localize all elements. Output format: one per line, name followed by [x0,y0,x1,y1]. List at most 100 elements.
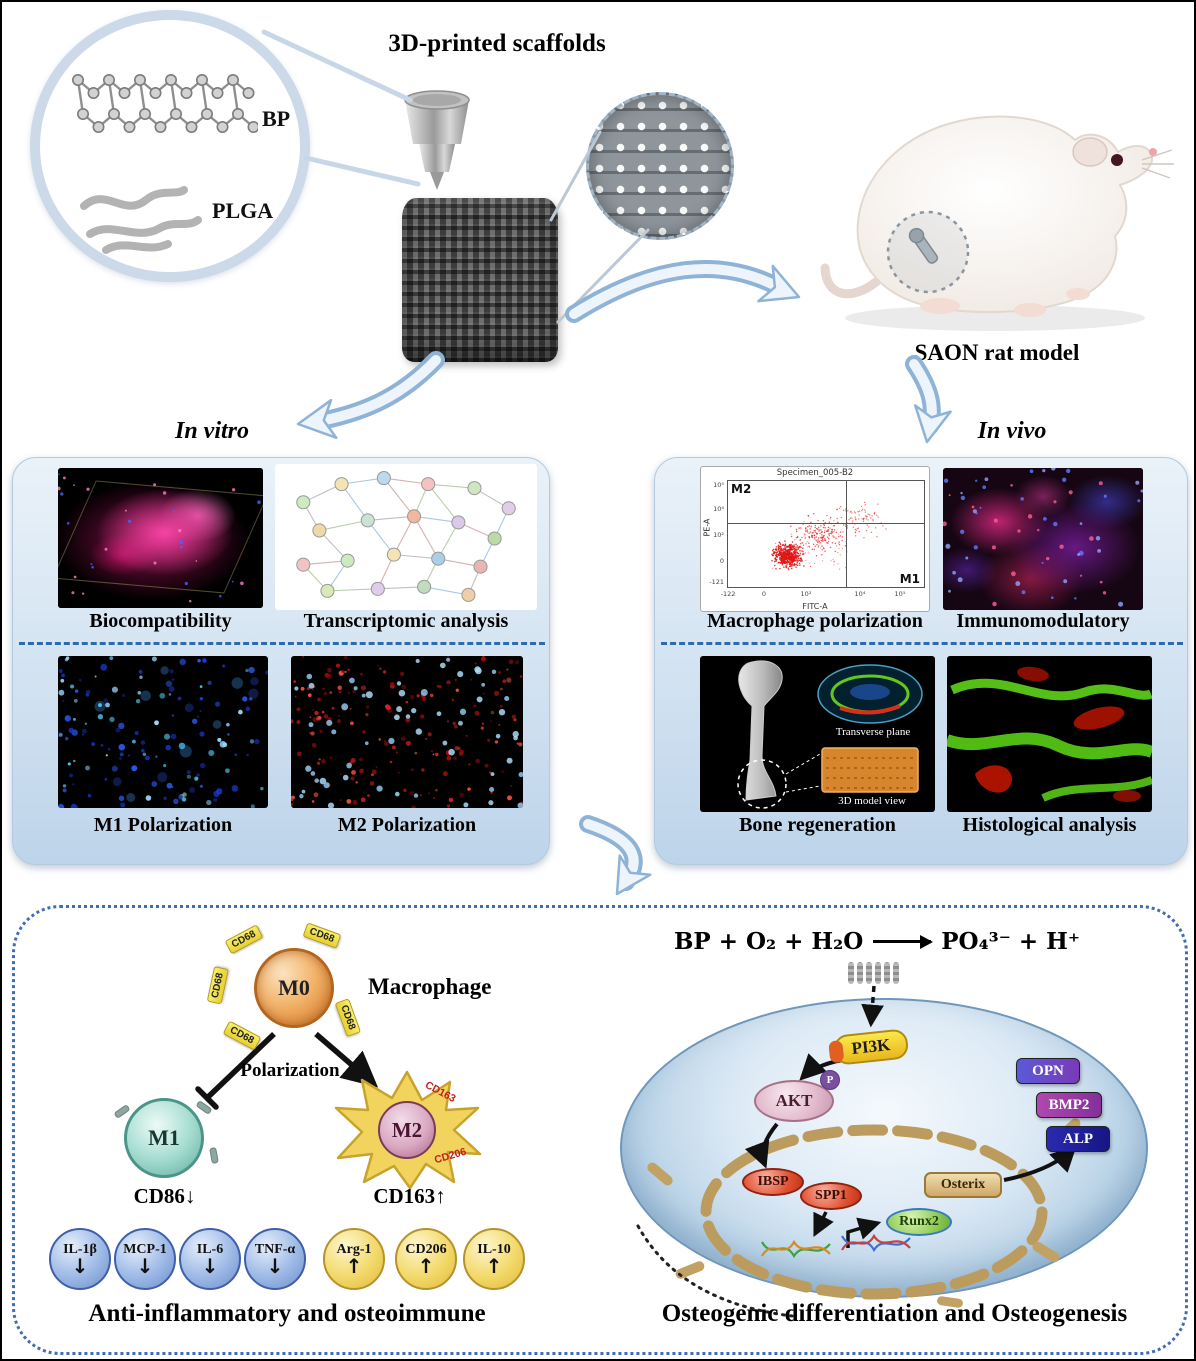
opn-label: OPN [1032,1062,1064,1079]
bone-regeneration-image: Transverse plane 3D model view [700,656,935,812]
m1-caption: M1 Polarization [93,814,233,836]
flow-x-tick: 0 [761,590,767,598]
biocompatibility-fluorescence [58,468,263,608]
flow-y-tick: 10⁵ [713,481,724,489]
down-arrow-icon: ↓ [71,1254,89,1278]
dna-icon [761,1239,831,1259]
cytokine-circle: TNF-α ↓ [244,1228,306,1290]
flow-y-tick: 10⁴ [713,505,724,513]
m0-macrophage-cell: M0 [254,948,334,1028]
phospho-badge: P [820,1070,840,1090]
swoosh-to-mechanism [579,815,652,896]
m2-fluorescence-dots [291,656,523,808]
flow-y-tick: 10² [713,531,724,539]
flow-y-tick: 0 [719,557,724,565]
osteogenic-caption: Osteogenic differentiation and Osteogene… [661,1300,1128,1327]
bmp2-box: BMP2 [1036,1092,1102,1118]
anti-inflammatory-caption: Anti-inflammatory and osteoimmune [88,1300,486,1327]
cytokine-name: IL-10 [477,1242,511,1257]
flow-quadrant-hline [728,523,924,525]
cd86-marker: CD86↓ [133,1184,196,1208]
osterix-node: Osterix [924,1172,1002,1198]
rat-nose [1149,148,1157,156]
immuno-fluorescence [943,468,1143,610]
printed-scaffold-image [402,198,558,362]
cytokine-circle: IL-1β ↓ [49,1228,111,1290]
cd163-marker: CD163↑ [373,1184,446,1208]
flow-cytometry-plot: Specimen_005-B2 M2 M1 PE-A FITC-A 10⁵ 10… [700,466,930,612]
bp-label: BP [262,106,291,131]
m1-label: M1 [148,1125,180,1150]
plga-strands-icon [80,186,202,254]
cytokine-name: Arg-1 [336,1242,372,1257]
pi3k-label: PI3K [850,1035,892,1058]
akt-label: AKT [775,1091,813,1110]
cytokine-name: CD206 [405,1242,447,1257]
mechanism-frame [12,905,1188,1355]
rat-whiskers [1141,149,1174,179]
down-arrow-icon: ↓ [266,1254,284,1278]
m2-inner-circle: M2 [378,1101,436,1159]
rat-tail [820,263,881,299]
m2-polarization-image [291,656,523,808]
immuno-caption: Immunomodulatory [956,610,1130,632]
flow-x-tick: 10² [800,590,812,598]
m2-label: M2 [391,1117,423,1142]
cytokine-circle: MCP-1 ↓ [114,1228,176,1290]
m1-polarization-image [58,656,268,808]
histology-caption: Histological analysis [962,814,1137,836]
flow-x-axis-label: FITC-A [802,602,828,611]
plga-label: PLGA [212,198,274,223]
cytokine-name: MCP-1 [123,1242,167,1257]
rat-model-label: SAON rat model [914,340,1080,365]
ibsp-node: IBSP [742,1168,804,1196]
m1-cell: M1 [124,1098,204,1178]
flow-scatter [771,501,887,571]
flow-quadrant-m1: M1 [899,572,920,586]
flow-quadrant-vline [845,481,847,587]
cytokine-circle: IL-6 ↓ [179,1228,241,1290]
biocompatibility-caption: Biocompatibility [89,610,232,632]
flow-specimen-title: Specimen_005-B2 [776,468,854,478]
biocompatibility-image [58,468,263,608]
rat-ear [1072,137,1108,167]
string-network [296,471,516,602]
cytokine-circle: IL-10 ↑ [463,1228,525,1290]
membrane-channel-icon [848,962,899,984]
rat-shadow [845,305,1145,331]
down-arrow-icon: ↓ [136,1254,154,1278]
femur-xray [738,660,783,801]
cytokine-circle: Arg-1 ↑ [323,1228,385,1290]
transcriptomic-image [275,464,537,610]
invitro-panel: Biocompatibility Transcriptomic analysis… [12,457,550,865]
printer-nozzle-icon [404,90,470,190]
3d-model-inset [821,747,919,793]
implant-icon [908,227,939,264]
macrophage-label: Macrophage [368,974,492,999]
rat-illustration [820,115,1174,331]
biocompatibility-speckles [58,473,261,603]
flow-x-tick: 10⁵ [894,590,906,598]
bp-structure-icon [72,74,258,133]
akt-node: AKT [754,1080,834,1122]
ibsp-label: IBSP [757,1174,789,1189]
up-arrow-icon: ↑ [485,1254,503,1278]
flow-plot-area: M2 M1 [727,480,925,588]
m2-cell: M2 CD163 CD206 [332,1070,482,1190]
m0-label: M0 [278,975,310,1000]
m2-caption: M2 Polarization [337,814,477,836]
spp1-node: SPP1 [800,1182,862,1210]
cytokine-name: IL-1β [63,1242,97,1257]
figure-title: 3D-printed scaffolds [388,30,606,57]
bone-caption: Bone regeneration [739,814,896,836]
immuno-nuclei-dots [943,468,1143,607]
equation-arrow-icon [873,934,934,949]
invitro-divider [19,642,545,645]
invivo-label: In vivo [977,418,1047,444]
invivo-panel: Specimen_005-B2 M2 M1 PE-A FITC-A 10⁵ 10… [654,457,1188,865]
up-arrow-icon: ↑ [345,1254,363,1278]
invivo-divider [661,642,1183,645]
bone-ct-graphic [737,660,923,809]
m1-fluorescence-dots [58,656,268,808]
spp1-label: SPP1 [815,1188,847,1203]
